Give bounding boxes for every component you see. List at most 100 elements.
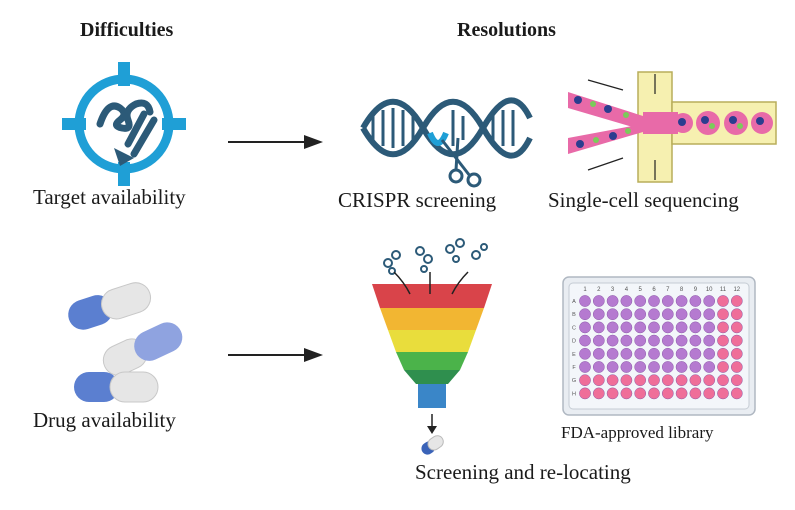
plate-well (606, 387, 619, 400)
plate-column-label: 4 (625, 287, 629, 293)
plate-well (634, 334, 647, 347)
plate-well (620, 347, 633, 360)
plate-well (648, 321, 660, 334)
plate-well (703, 361, 716, 373)
plate-row-label: A (572, 299, 576, 305)
plate-well (579, 374, 591, 387)
plate-well (717, 387, 729, 400)
plate-well (689, 361, 702, 373)
scissors-icon (440, 137, 482, 188)
plate-well (675, 374, 688, 387)
plate-well (661, 347, 674, 360)
plate-well (620, 334, 633, 347)
plate-row-label: H (572, 391, 576, 397)
arrow-icon (228, 348, 323, 362)
plate-well (606, 321, 619, 334)
plate-well (606, 374, 619, 387)
screening-relocating-label: Screening and re-locating (415, 460, 631, 484)
plate-well (648, 295, 660, 307)
plate-well (703, 295, 716, 307)
plate-well (579, 387, 591, 400)
plate-well (730, 374, 743, 387)
plate-well (648, 374, 660, 387)
plate-well (661, 361, 674, 373)
plate-well (634, 361, 647, 373)
plate-well (717, 321, 729, 334)
plate-well (717, 295, 729, 307)
plate-well (661, 308, 674, 321)
plate-column-label: 12 (733, 287, 740, 293)
plate-well (620, 387, 633, 400)
plate-well (648, 361, 660, 373)
resolutions-heading: Resolutions (457, 19, 556, 41)
funnel-icon (372, 271, 492, 455)
plate-well (606, 361, 619, 373)
single-cell-sequencing-label: Single-cell sequencing (548, 188, 739, 212)
plate-well (689, 308, 702, 321)
plate-well (717, 361, 729, 373)
plate-well (675, 347, 688, 360)
drug-availability-label: Drug availability (33, 408, 176, 432)
plate-well (592, 321, 605, 334)
plate-row-label: G (572, 378, 576, 384)
plate-well (648, 347, 660, 360)
plate-well (634, 387, 647, 400)
plate-well (717, 308, 729, 321)
plate-column-label: 5 (639, 287, 643, 293)
plate-well (675, 295, 688, 307)
plate-well (606, 334, 619, 347)
plate-row-label: F (572, 365, 576, 371)
plate-well (579, 361, 591, 373)
plate-well (703, 387, 716, 400)
plate-well (661, 374, 674, 387)
plate-well (661, 334, 674, 347)
plate-well (620, 295, 633, 307)
plate-well (634, 308, 647, 321)
plate-well (675, 361, 688, 373)
plate-column-label: 10 (706, 287, 713, 293)
plate-well (634, 321, 647, 334)
plate-row-label: C (572, 325, 576, 331)
plate-well (648, 387, 660, 400)
plate-well (675, 387, 688, 400)
plate-well (579, 295, 591, 307)
plate-well (661, 387, 674, 400)
plate-well (606, 347, 619, 360)
plate-well (620, 374, 633, 387)
plate-well (592, 374, 605, 387)
plate-well (606, 308, 619, 321)
plate-well (675, 321, 688, 334)
plate-well (606, 295, 619, 307)
target-icon (62, 62, 186, 186)
plate-well (717, 347, 729, 360)
plate-well (703, 347, 716, 360)
plate-well (634, 374, 647, 387)
plate-row-label: D (572, 339, 576, 345)
plate-well (579, 321, 591, 334)
plate-well (579, 334, 591, 347)
plate-column-label: 8 (680, 287, 684, 293)
plate-well (661, 321, 674, 334)
plate-well (689, 347, 702, 360)
plate-well (730, 361, 743, 373)
plate-column-label: 2 (597, 287, 601, 293)
plate-well (703, 334, 716, 347)
plate-well (592, 308, 605, 321)
plate-well (634, 295, 647, 307)
protein-icon (96, 99, 158, 158)
plate-well (620, 321, 633, 334)
plate-well (661, 295, 674, 307)
plate-well (579, 308, 591, 321)
plate-column-label: 6 (652, 287, 656, 293)
plate-column-label: 9 (694, 287, 698, 293)
plate-column-label: 11 (720, 287, 727, 293)
plate-well (730, 321, 743, 334)
target-availability-label: Target availability (33, 185, 186, 209)
plate-well (620, 361, 633, 373)
plate-well (717, 334, 729, 347)
plate-row-label: E (572, 352, 576, 358)
plate-well (703, 321, 716, 334)
plate-well (592, 334, 605, 347)
plate-well (689, 321, 702, 334)
